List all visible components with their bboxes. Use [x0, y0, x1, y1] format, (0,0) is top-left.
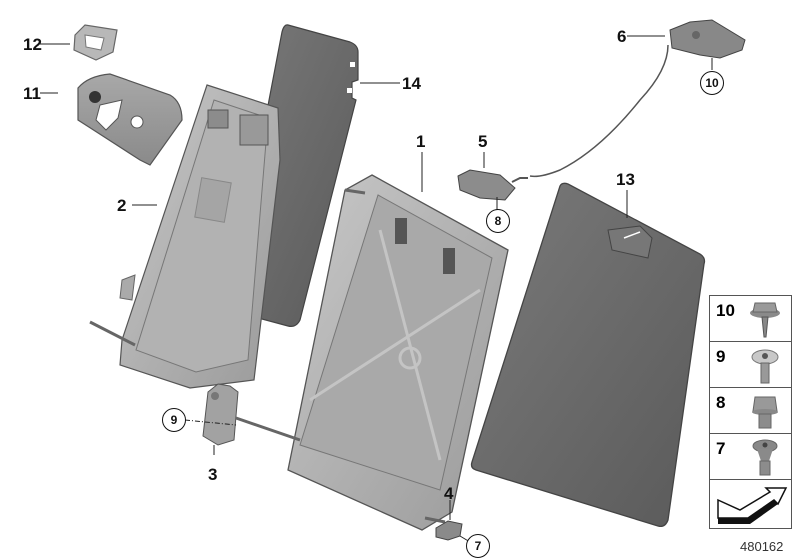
legend-label: 9 [716, 347, 726, 366]
circled-ref-9[interactable]: 9 [162, 408, 186, 432]
part-13-panel [470, 182, 706, 528]
part-12-bezel [73, 24, 118, 61]
legend-item-8[interactable]: 8 [709, 387, 792, 434]
legend-label: 7 [716, 439, 726, 458]
callout-2[interactable]: 2 [117, 196, 127, 215]
callout-6[interactable]: 6 [617, 27, 627, 46]
part-1-frame [287, 174, 509, 531]
callout-1[interactable]: 1 [416, 132, 426, 151]
callout-11[interactable]: 11 [23, 84, 41, 103]
callout-13[interactable]: 13 [616, 170, 635, 189]
callout-3[interactable]: 3 [208, 465, 218, 484]
part-5-lock [457, 169, 528, 201]
catalog-number: 480162 [740, 539, 784, 554]
circled-ref-8[interactable]: 8 [486, 209, 510, 233]
torx-flange-screw-icon [751, 349, 779, 384]
legend-label: 8 [716, 393, 726, 412]
legend-label: 10 [716, 301, 735, 320]
torx-shoulder-bolt-icon [752, 439, 778, 476]
callout-14[interactable]: 14 [402, 74, 421, 93]
part-3-hinge [202, 383, 301, 446]
part-4-bracket [435, 520, 463, 541]
legend-direction-arrow [709, 479, 792, 529]
legend-item-7[interactable]: 7 [709, 433, 792, 480]
circled-ref-7[interactable]: 7 [466, 534, 490, 558]
part-6-handle [669, 19, 746, 59]
legend-item-9[interactable]: 9 [709, 341, 792, 388]
direction-arrow-icon [717, 487, 788, 524]
hex-flange-self-tapping-screw-icon [750, 302, 780, 338]
circled-ref-10[interactable]: 10 [700, 71, 724, 95]
part-11-trim [77, 73, 183, 166]
hex-flange-bolt-icon [752, 396, 778, 429]
callout-4[interactable]: 4 [444, 484, 454, 503]
callout-5[interactable]: 5 [478, 132, 488, 151]
leader-lines [40, 35, 713, 543]
release-cable [529, 44, 669, 178]
fastener-legend: 10 9 8 7 [709, 295, 792, 529]
legend-item-10[interactable]: 10 [709, 295, 792, 342]
part-2-frame [89, 84, 281, 389]
callout-12[interactable]: 12 [23, 35, 42, 54]
